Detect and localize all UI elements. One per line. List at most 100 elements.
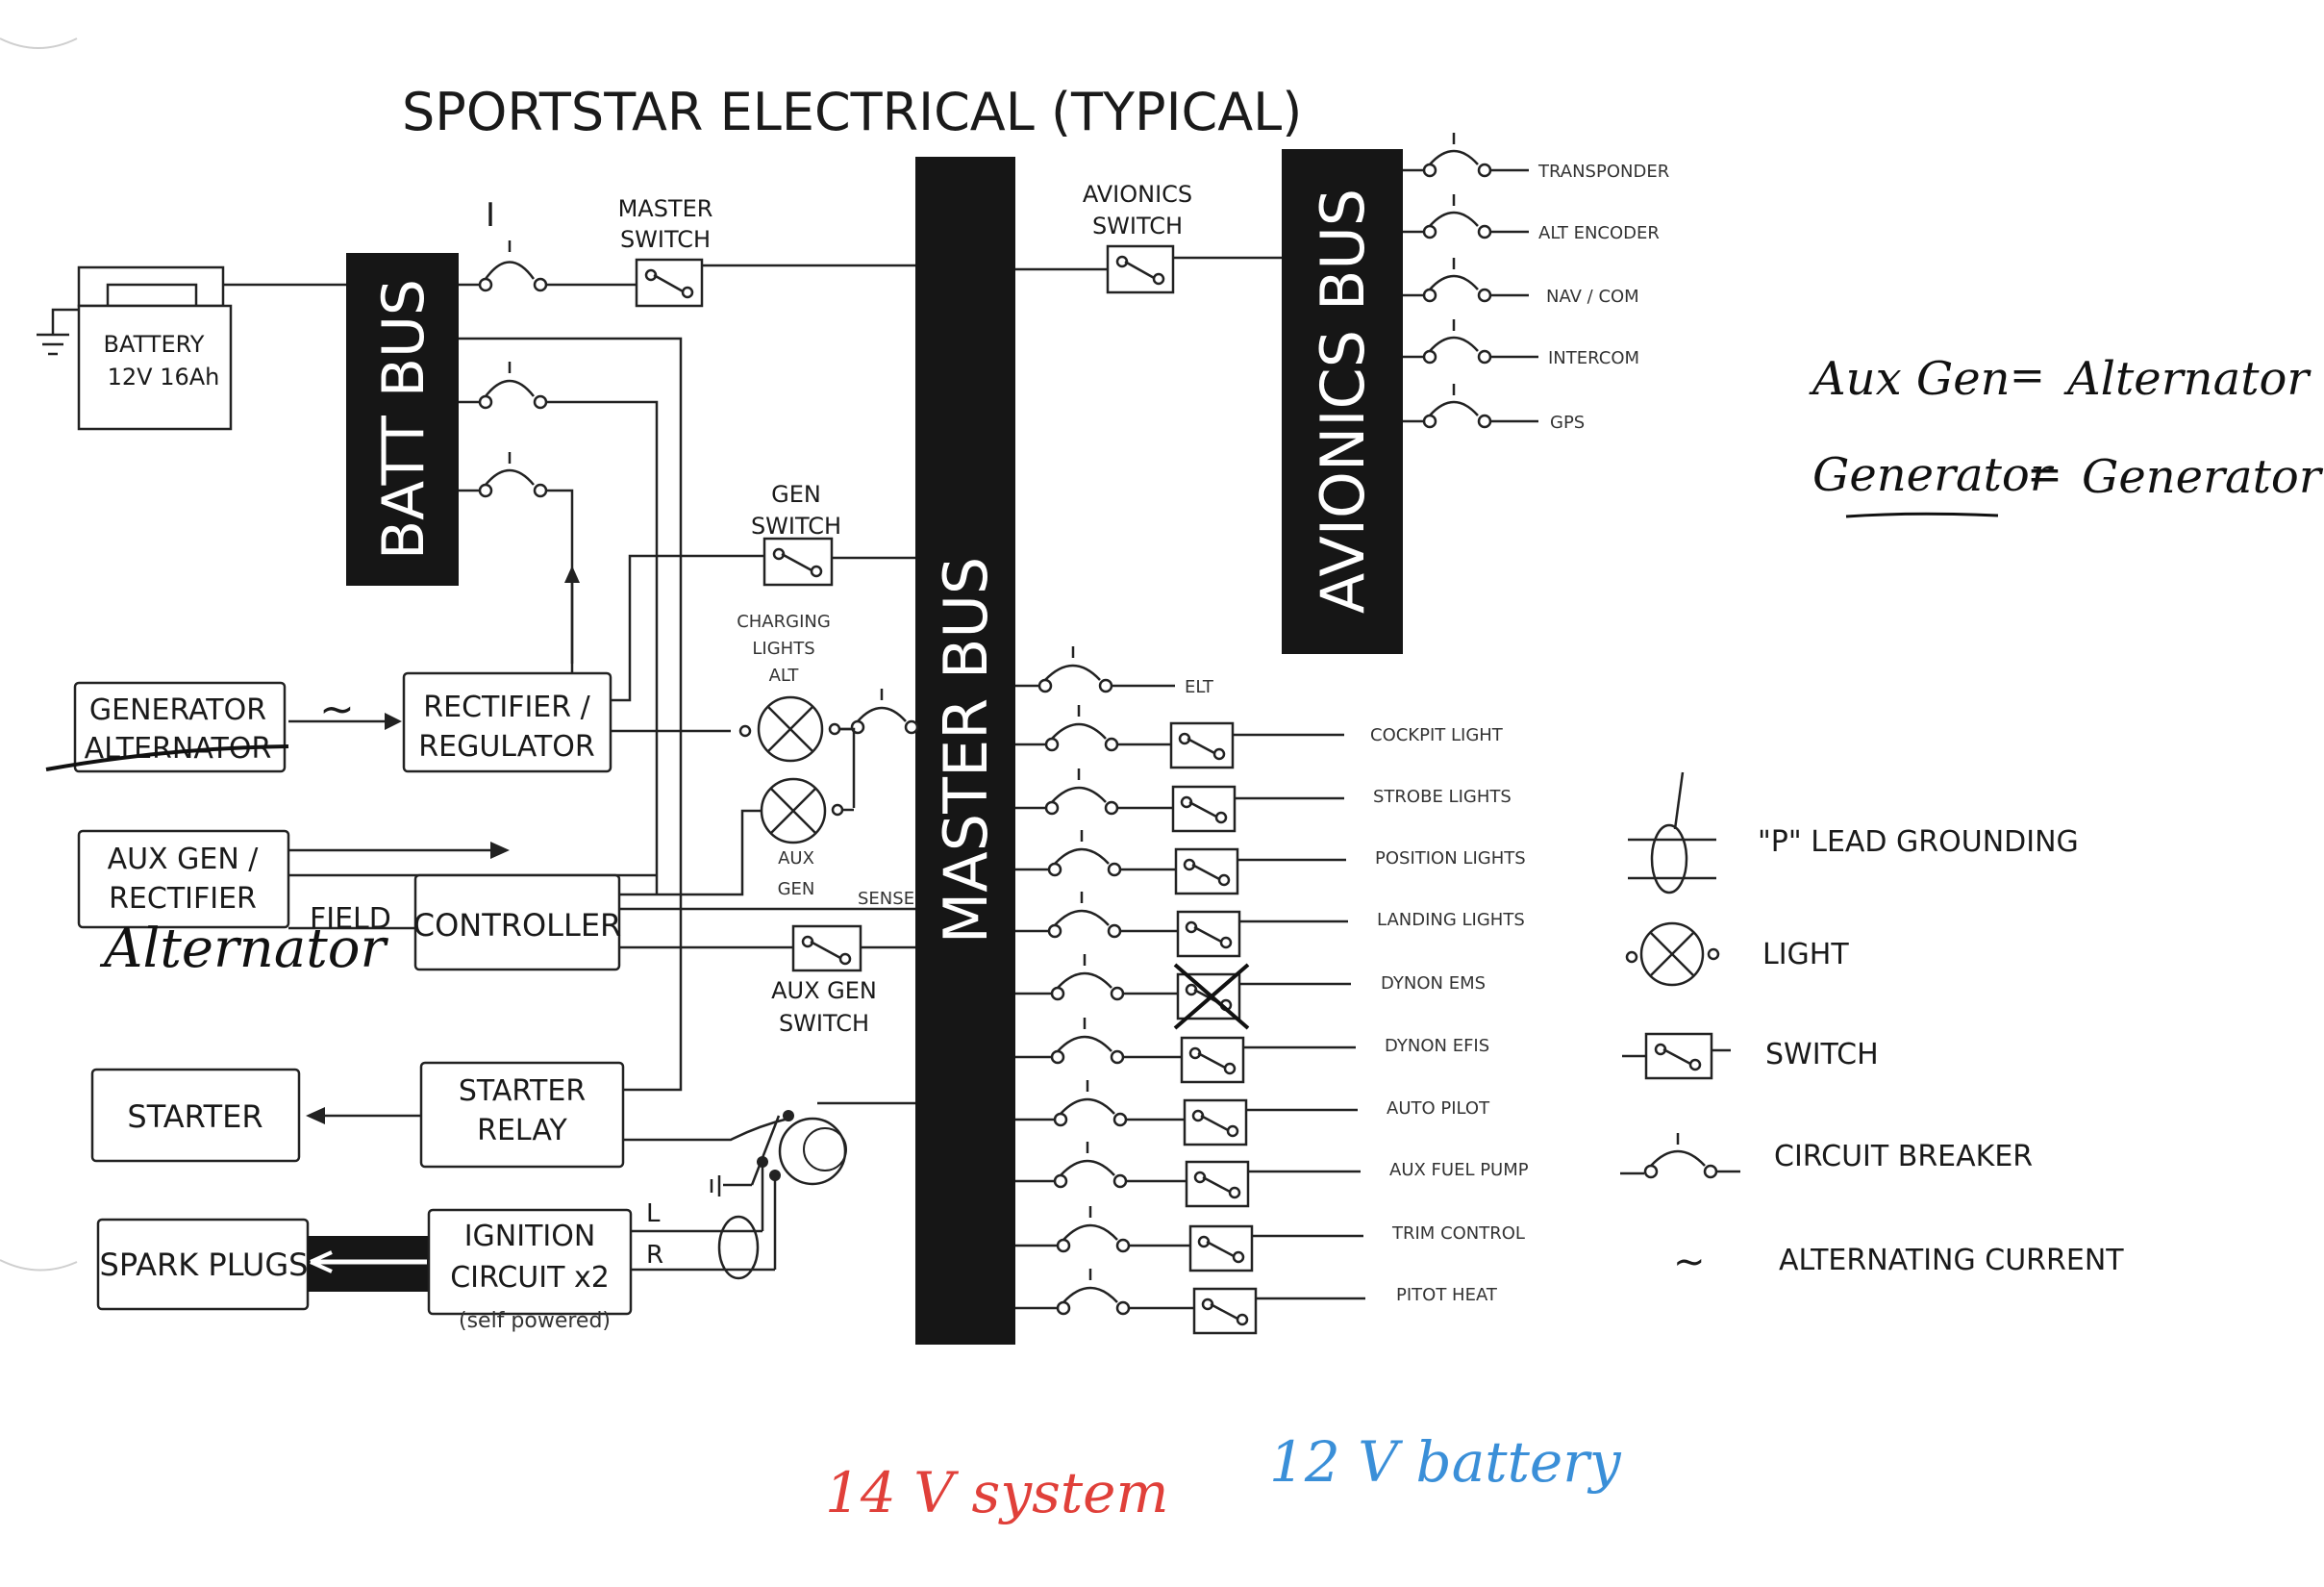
avionics-load-label: GPS [1550, 413, 1585, 433]
master-load-label: COCKPIT LIGHT [1370, 725, 1504, 745]
charging-label-1: CHARGING [737, 612, 831, 632]
avionics-load-label: ALT ENCODER [1538, 223, 1660, 243]
spark-plugs-label: SPARK PLUGS [100, 1247, 309, 1283]
master-load-row: STROBE LIGHTS [1015, 768, 1512, 833]
ignition-key-switch [710, 1110, 847, 1197]
avionics-bus-label: AVIONICS BUS [1308, 189, 1378, 614]
circuit-breaker [850, 689, 919, 735]
legend-switch-symbol [1622, 1032, 1731, 1080]
avionics-load-label: INTERCOM [1548, 348, 1639, 368]
avionics-switch-label-1: AVIONICS [1083, 181, 1192, 208]
avionics-load-row: INTERCOM [1403, 319, 1639, 368]
note-eq-1: = [2010, 351, 2045, 400]
sense-label: SENSE [858, 889, 914, 909]
aux-light-label-2: GEN [778, 879, 815, 899]
load-switch [1169, 721, 1235, 769]
starter-relay-label-1: STARTER [459, 1074, 586, 1108]
ignition-l-label: L [646, 1199, 661, 1228]
note-14v-system: 14 V system [825, 1460, 1169, 1525]
avionics-load-row: NAV / COM [1403, 258, 1639, 307]
aux-gen-label-1: AUX GEN / [108, 843, 260, 876]
breaker-mark: I [486, 196, 495, 235]
spark-plugs-box: SPARK PLUGS [96, 1218, 310, 1311]
load-switch [1192, 1287, 1258, 1335]
battery: BATTERY 12V 16Ah [77, 265, 233, 431]
handwritten-note-aux-gen: Aux Gen = Alternator [1809, 351, 2312, 406]
master-load-row: TRIM CONTROL [1015, 1206, 1525, 1272]
load-switch [1176, 910, 1241, 958]
avionics-switch-label-2: SWITCH [1092, 213, 1183, 239]
charging-label-3: ALT [769, 666, 800, 686]
starter-relay-box: STARTER RELAY [419, 1061, 625, 1169]
avionics-load-label: NAV / COM [1546, 287, 1639, 307]
circuit-breaker [459, 362, 548, 410]
master-bus-label: MASTER BUS [931, 557, 1001, 944]
ignition-note: (self powered) [459, 1309, 611, 1333]
load-switch [1188, 1224, 1254, 1272]
gen-switch [762, 537, 834, 587]
load-switch [1185, 1160, 1250, 1208]
master-load-label: AUTO PILOT [1387, 1098, 1490, 1119]
gen-switch-label-1: GEN [771, 481, 821, 508]
master-load-label: STROBE LIGHTS [1373, 787, 1512, 807]
rectifier-label-2: REGULATOR [418, 730, 594, 764]
load-switch [1183, 1098, 1248, 1146]
master-load-label: DYNON EMS [1381, 973, 1486, 994]
master-load-row: AUTO PILOT [1015, 1080, 1490, 1146]
rectifier-regulator-box: RECTIFIER / REGULATOR [402, 671, 612, 773]
master-load-label: ELT [1185, 677, 1214, 697]
master-load-label: LANDING LIGHTS [1377, 910, 1525, 930]
master-load-row: ELT [1015, 646, 1214, 697]
legend-light-label: LIGHT [1762, 938, 1849, 971]
note-12v-battery: 12 V battery [1269, 1429, 1622, 1495]
charging-label-2: LIGHTS [752, 639, 814, 659]
avionics-load-row: GPS [1403, 384, 1585, 433]
master-switch [635, 258, 704, 308]
master-load-row: DYNON EFIS [1015, 1018, 1489, 1084]
legend-ac-label: ALTERNATING CURRENT [1779, 1244, 2124, 1277]
ignition-circuit-box: IGNITION CIRCUIT x2 [427, 1208, 633, 1316]
starter-box: STARTER [90, 1068, 301, 1163]
load-switch [1180, 1036, 1245, 1084]
scan-mark [0, 1259, 78, 1272]
legend-light-symbol [1625, 921, 1720, 987]
ac-symbol: ~ [319, 685, 355, 734]
note-generator-2: Generator [2082, 450, 2324, 504]
aux-light-label-1: AUX [778, 848, 814, 869]
controller-box: CONTROLLER [413, 873, 621, 971]
scan-mark [0, 38, 78, 49]
note-generator: Generator [1812, 448, 2055, 502]
note-aux-gen: Aux Gen [1809, 352, 2011, 406]
ignition-label-2: CIRCUIT x2 [450, 1261, 610, 1295]
master-load-label: DYNON EFIS [1385, 1036, 1489, 1056]
avionics-load-label: TRANSPONDER [1537, 162, 1669, 182]
circuit-breaker [478, 240, 548, 292]
charging-light-aux [760, 777, 844, 844]
batt-bus-label: BATT BUS [370, 279, 437, 560]
note-alternator-label: Alternator [99, 918, 388, 980]
handwritten-note-generator: Generator = Generator [1812, 448, 2324, 518]
starter-label: STARTER [127, 1098, 262, 1135]
field-label: FIELD [310, 902, 391, 936]
aux-gen-box: AUX GEN / RECTIFIER [77, 829, 290, 929]
starter-relay-label-2: RELAY [477, 1114, 567, 1147]
note-eq-2: = [2027, 450, 2062, 499]
master-switch-label-2: SWITCH [620, 226, 711, 253]
master-load-row: DYNON EMS [1015, 954, 1486, 1030]
master-load-label: TRIM CONTROL [1391, 1223, 1525, 1244]
master-load-label: AUX FUEL PUMP [1389, 1160, 1529, 1180]
master-load-row: AUX FUEL PUMP [1015, 1142, 1529, 1208]
note-alternator: Alternator [2063, 352, 2312, 406]
master-load-row: LANDING LIGHTS [1015, 892, 1525, 958]
avionics-load-row: ALT ENCODER [1403, 194, 1660, 243]
legend-switch-label: SWITCH [1765, 1038, 1879, 1071]
legend: "P" LEAD GROUNDING LIGHT SWITCH CIRC [1620, 771, 2124, 1284]
charging-light-alt [738, 695, 841, 763]
legend-p-lead-symbol [1628, 771, 1716, 894]
load-switch-removed [1173, 963, 1250, 1030]
legend-ac-symbol: ~ [1673, 1240, 1706, 1284]
ignition-r-label: R [646, 1241, 663, 1270]
master-switch-label-1: MASTER [618, 195, 713, 222]
avionics-load-row: TRANSPONDER [1403, 133, 1669, 182]
